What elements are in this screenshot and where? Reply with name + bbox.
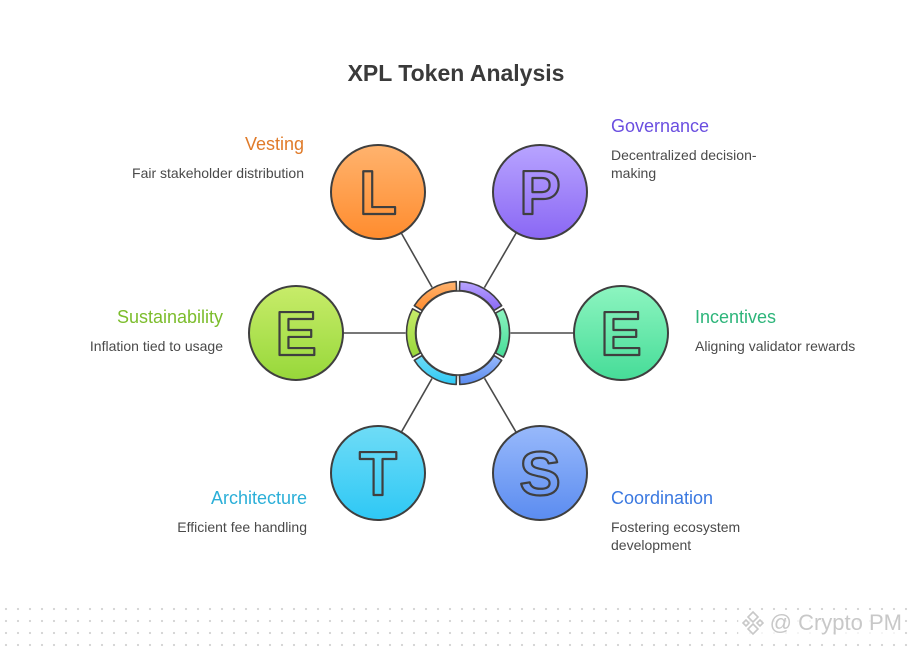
node-coordination: S — [492, 425, 588, 521]
connector-vesting — [400, 232, 433, 288]
node-sustainability: E — [248, 285, 344, 381]
connector-governance — [483, 232, 518, 289]
diagram-title: XPL Token Analysis — [347, 60, 565, 86]
node-letter-vesting: L — [359, 159, 397, 228]
label-heading-architecture: Architecture — [210, 488, 307, 508]
label-heading-vesting: Vesting — [244, 134, 304, 154]
node-incentives: E — [573, 285, 669, 381]
description-line: development — [611, 537, 692, 553]
binance-logo-icon — [741, 610, 764, 636]
description-line: making — [611, 165, 657, 181]
description-line: Aligning validator rewards — [695, 338, 856, 354]
label-heading-governance: Governance — [611, 116, 710, 136]
node-letter-governance: P — [519, 159, 560, 228]
description-line: Fostering ecosystem — [611, 519, 741, 535]
connector-coordination — [483, 377, 517, 433]
node-letter-architecture: T — [359, 440, 397, 509]
node-architecture: T — [330, 425, 426, 521]
label-description-governance: Decentralized decision-making — [611, 146, 757, 182]
label-description-architecture: Efficient fee handling — [177, 518, 307, 536]
description-line: Inflation tied to usage — [89, 338, 223, 354]
label-heading-coordination: Coordination — [611, 488, 714, 508]
center-hub — [415, 290, 501, 376]
connector-architecture — [400, 378, 433, 433]
label-description-incentives: Aligning validator rewards — [695, 337, 855, 355]
description-line: Decentralized decision- — [611, 147, 757, 163]
label-description-sustainability: Inflation tied to usage — [90, 337, 223, 355]
label-heading-sustainability: Sustainability — [116, 307, 223, 327]
description-line: Fair stakeholder distribution — [132, 165, 304, 181]
watermark-text: @ Crypto PM — [769, 610, 902, 635]
label-heading-incentives: Incentives — [695, 307, 777, 327]
node-vesting: L — [330, 144, 426, 240]
description-line: Efficient fee handling — [177, 519, 307, 535]
node-letter-incentives: E — [600, 300, 641, 369]
node-governance: P — [492, 144, 588, 240]
label-description-vesting: Fair stakeholder distribution — [132, 164, 304, 182]
watermark: @ Crypto PM — [737, 610, 904, 636]
label-description-coordination: Fostering ecosystem development — [611, 518, 740, 554]
node-letter-sustainability: E — [275, 300, 316, 369]
node-letter-coordination: S — [519, 440, 560, 509]
